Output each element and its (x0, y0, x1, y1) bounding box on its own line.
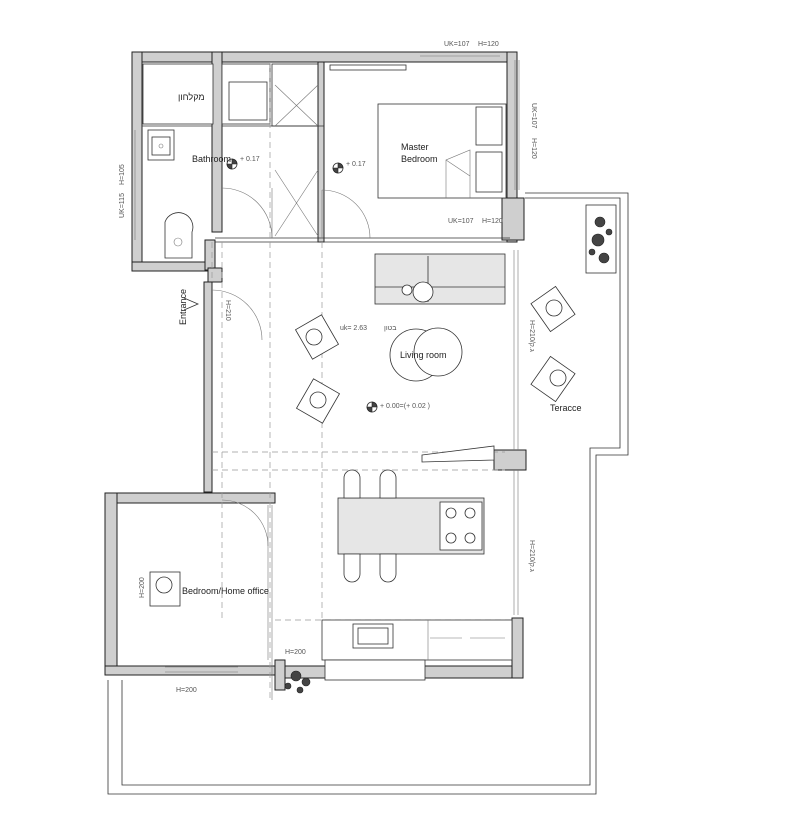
master-bed (377, 103, 507, 199)
shower-label: מקלחון (178, 92, 205, 102)
sofa (374, 253, 506, 305)
kitchen-island (337, 469, 485, 583)
living-level: + 0.00=(+ 0.02 ) (380, 403, 430, 410)
office-chair (149, 571, 181, 607)
bottom-window-h: H=200 (176, 687, 197, 694)
master-bedroom-label-1: Master (401, 142, 429, 152)
office-sill-h: H=200 (285, 649, 306, 656)
entrance-label: Entrance (178, 289, 188, 325)
bathroom-fixtures (142, 63, 268, 259)
left-window-uk: UK=115 (119, 193, 126, 218)
living-room-label: Living room (400, 350, 447, 360)
range-hood (421, 445, 495, 463)
bathroom-label: Bathroom (192, 154, 231, 164)
top-window-uk: UK=107 (444, 41, 470, 48)
terrace-outline (107, 192, 629, 795)
level-marker-icon (226, 158, 378, 413)
office-left-h: H=200 (139, 577, 146, 598)
ceiling-height: uk= 2.63 (340, 325, 367, 332)
bedroom-office-label: Bedroom/Home office (182, 586, 269, 596)
plant-icon-bottom (284, 670, 311, 694)
ceiling-material: בטון (384, 325, 396, 332)
bathroom-level: + 0.17 (240, 156, 260, 163)
right-window-uk: UK=107 (530, 103, 537, 129)
bed-window-h: H=120 (482, 218, 503, 225)
windows (134, 55, 520, 700)
kitchen-door-h: H=ג.ק/210 (528, 540, 535, 572)
living-door-h: H=ג.ק/210 (528, 320, 535, 352)
master-bedroom-label-2: Bedroom (401, 154, 438, 164)
right-window-h: H=120 (530, 138, 537, 159)
bed-window-uk: UK=107 (448, 218, 474, 225)
living-table (294, 285, 576, 424)
entrance-door-h: H=210 (224, 300, 231, 321)
plant-icon (585, 204, 617, 274)
bedroom-level: + 0.17 (346, 161, 366, 168)
teracce-label: Teracce (550, 403, 582, 413)
entrance-arrow-icon (183, 297, 200, 311)
top-window-h: H=120 (478, 41, 499, 48)
kitchen-counter (321, 619, 513, 681)
left-window-h: H=105 (119, 164, 126, 185)
exterior-walls (104, 51, 527, 691)
doors (211, 84, 371, 547)
